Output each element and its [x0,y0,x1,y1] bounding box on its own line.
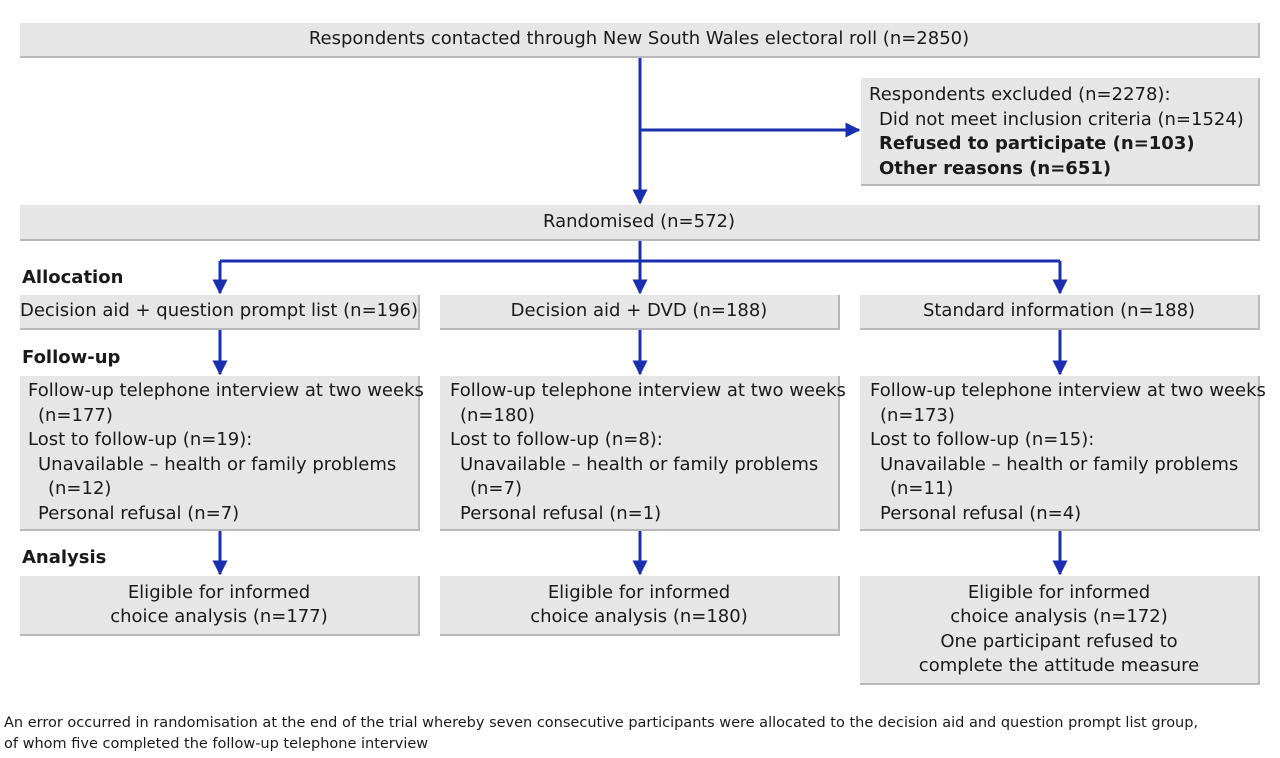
follow-up-interview: Follow-up telephone interview at two wee… [450,380,846,401]
unavailable-count: (n=7) [470,478,522,499]
lost-to-follow-up: Lost to follow-up (n=19): [28,429,253,450]
analysis-eligible: Eligible for informed [967,581,1151,603]
follow-up-interview: Follow-up telephone interview at two wee… [28,380,424,401]
allocation-box-arm-3: Standard information (n=188) [860,295,1260,330]
randomised-box: Randomised (n=572) [20,205,1260,241]
personal-refusal: Personal refusal (n=7) [38,502,240,524]
excluded-criteria: Did not meet inclusion criteria (n=1524) [879,108,1244,130]
follow-up-interview: Follow-up telephone interview at two wee… [870,380,1266,401]
analysis-eligible: Eligible for informed [127,581,311,603]
footnote: An error occurred in randomisation at th… [4,713,1276,755]
analysis-box-arm-1: Eligible for informed choice analysis (n… [20,576,420,636]
personal-refusal: Personal refusal (n=1) [460,502,662,524]
analysis-note-cont: complete the attitude measure [918,655,1200,676]
analysis-eligible: Eligible for informed [547,581,731,603]
analysis-box-arm-3: Eligible for informed choice analysis (n… [860,576,1260,685]
follow-up-box-arm-3: Follow-up telephone interview at two wee… [860,376,1266,531]
analysis-label: Analysis [22,547,107,568]
randomised-text: Randomised (n=572) [542,210,735,232]
allocation-text-arm-2: Decision aid + DVD (n=188) [510,300,768,322]
unavailable-reason: Unavailable – health or family problems [38,453,397,475]
footnote-line-1: An error occurred in randomisation at th… [4,715,1199,731]
analysis-count: choice analysis (n=177) [110,606,328,627]
enrolment-text: Respondents contacted through New South … [308,28,970,50]
analysis-count: choice analysis (n=172) [950,606,1168,627]
unavailable-reason: Unavailable – health or family problems [880,453,1239,475]
allocation-box-arm-1: Decision aid + question prompt list (n=1… [20,295,420,330]
excluded-heading: Respondents excluded (n=2278): [869,84,1171,105]
analysis-count: choice analysis (n=180) [530,606,748,627]
excluded-box: Respondents excluded (n=2278): Did not m… [861,78,1260,186]
lost-to-follow-up: Lost to follow-up (n=8): [450,429,663,450]
unavailable-reason: Unavailable – health or family problems [460,453,819,475]
follow-up-count: (n=180) [460,404,535,426]
enrolment-box: Respondents contacted through New South … [20,23,1260,58]
excluded-other: Other reasons (n=651) [879,157,1112,179]
allocation-text-arm-1: Decision aid + question prompt list (n=1… [19,300,419,322]
unavailable-count: (n=12) [48,478,112,499]
footnote-line-2: of whom five completed the follow-up tel… [4,736,429,752]
analysis-box-arm-2: Eligible for informed choice analysis (n… [440,576,840,636]
follow-up-count: (n=177) [38,404,113,426]
allocation-text-arm-3: Standard information (n=188) [922,300,1196,322]
analysis-note: One participant refused to [940,630,1178,652]
flow-diagram: Respondents contacted through New South … [19,23,1266,685]
unavailable-count: (n=11) [890,478,954,499]
follow-up-label: Follow-up [22,347,121,368]
follow-up-box-arm-1: Follow-up telephone interview at two wee… [20,376,424,531]
allocation-label: Allocation [22,267,124,288]
flow-arrows [212,58,1068,576]
follow-up-box-arm-2: Follow-up telephone interview at two wee… [440,376,846,531]
allocation-box-arm-2: Decision aid + DVD (n=188) [440,295,840,330]
follow-up-count: (n=173) [880,404,955,426]
lost-to-follow-up: Lost to follow-up (n=15): [870,429,1095,450]
excluded-refused: Refused to participate (n=103) [879,133,1195,154]
personal-refusal: Personal refusal (n=4) [880,502,1082,524]
